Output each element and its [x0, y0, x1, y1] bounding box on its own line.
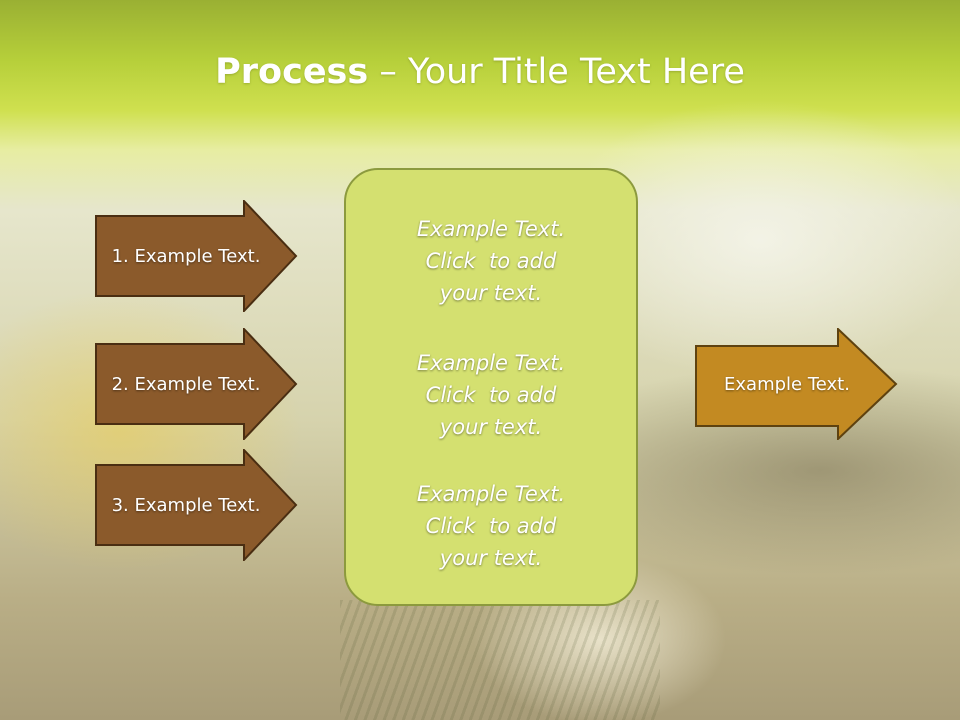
- center-text-block-2[interactable]: Example Text. Click to add your text.: [344, 347, 638, 443]
- center-text-line: Click to add: [425, 249, 557, 273]
- center-text-line: Example Text.: [416, 351, 566, 375]
- left-arrow-2[interactable]: 2. Example Text.: [94, 328, 298, 440]
- center-text-block-3[interactable]: Example Text. Click to add your text.: [344, 478, 638, 574]
- left-arrow-3-label: 3. Example Text.: [111, 494, 261, 516]
- left-arrow-1-label: 1. Example Text.: [111, 245, 261, 267]
- center-text-line: Example Text.: [416, 482, 566, 506]
- left-arrow-1[interactable]: 1. Example Text.: [94, 200, 298, 312]
- arrow-shape-icon: [95, 200, 298, 312]
- center-text-line: Click to add: [425, 383, 557, 407]
- title-bold-part: Process: [215, 52, 369, 92]
- center-content-box[interactable]: [344, 168, 638, 606]
- center-text-line: your text.: [439, 281, 543, 305]
- slide-title: Process – Your Title Text Here: [0, 52, 960, 92]
- title-rest-part: – Your Title Text Here: [368, 52, 745, 92]
- left-arrow-2-label: 2. Example Text.: [111, 373, 261, 395]
- arrow-shape-icon: [95, 328, 298, 440]
- center-text-block-1[interactable]: Example Text. Click to add your text.: [344, 213, 638, 309]
- left-arrow-3[interactable]: 3. Example Text.: [94, 449, 298, 561]
- arrow-shape-icon: [95, 449, 298, 561]
- background-mat-texture: [340, 600, 660, 720]
- right-arrow-label: Example Text.: [724, 373, 850, 395]
- center-text-line: your text.: [439, 546, 543, 570]
- arrow-shape-icon: [695, 328, 898, 440]
- center-text-line: Example Text.: [416, 217, 566, 241]
- right-arrow[interactable]: Example Text.: [694, 328, 898, 440]
- center-text-line: your text.: [439, 415, 543, 439]
- center-text-line: Click to add: [425, 514, 557, 538]
